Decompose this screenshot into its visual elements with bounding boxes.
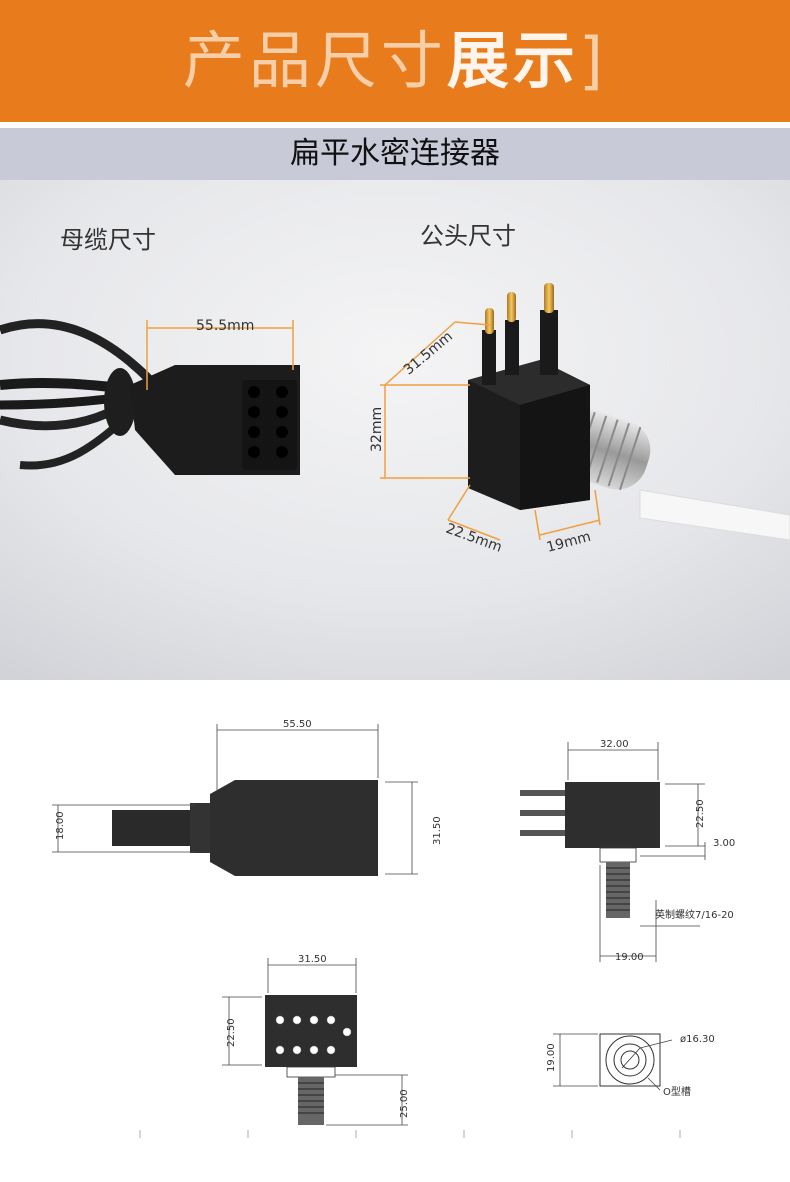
female-cable-image (0, 319, 300, 475)
subtitle-bar (0, 128, 790, 180)
female-side-view: 55.50 18.00 31.50 (52, 719, 443, 876)
male-thread-ext-2 (594, 489, 601, 526)
male-height-label: 32mm (369, 407, 385, 452)
female-front-width: 31.50 (298, 954, 327, 965)
female-side-height: 31.50 (432, 816, 443, 845)
male-side-width: 32.00 (600, 739, 629, 750)
male-plug-image (468, 283, 790, 541)
bottom-tick-marks (139, 1130, 681, 1138)
female-width-label: 55.5mm (196, 318, 254, 334)
male-depth-line (384, 321, 456, 386)
male-bottom-groove: O型槽 (663, 1085, 691, 1098)
banner-title-thin: 产品尺寸 (182, 24, 447, 97)
banner-title-bracket: ] (578, 24, 608, 97)
female-side-cable: 18.00 (55, 811, 66, 840)
banner-title: 产品尺寸展示] (0, 18, 790, 104)
female-width-dimension (146, 320, 294, 390)
male-width-ext (447, 484, 471, 521)
technical-drawings: 55.50 18.00 31.50 (52, 719, 735, 1138)
banner-separator (0, 122, 790, 128)
male-bottom-view: ø16.30 19.00 O型槽 (546, 1033, 715, 1098)
male-plug-label: 公头尺寸 (420, 222, 516, 250)
product-photo: 母缆尺寸 公头尺寸 55.5mm (0, 180, 790, 680)
male-side-gap: 3.00 (713, 838, 735, 849)
male-width-line (447, 519, 501, 541)
male-thread-ext-1 (534, 509, 541, 541)
photo-background (0, 180, 790, 680)
male-thread-line (539, 519, 601, 536)
male-side-height: 22.50 (695, 799, 706, 828)
male-bottom-height: 19.00 (546, 1043, 557, 1072)
female-front-view: 31.50 22.50 25.00 (222, 954, 410, 1126)
female-front-height: 22.50 (226, 1018, 237, 1047)
banner-title-bold: 展示 (446, 24, 579, 97)
female-front-thread-len: 25.00 (399, 1089, 410, 1118)
header-banner (0, 0, 790, 122)
male-side-thread-note: 英制螺纹7/16-20 (655, 908, 734, 921)
male-side-thread-len: 19.00 (615, 952, 644, 963)
female-side-length: 55.50 (283, 719, 312, 730)
female-cable-label: 母缆尺寸 (60, 226, 156, 254)
male-bottom-diameter: ø16.30 (680, 1034, 715, 1045)
male-side-view: 32.00 22.50 3.00 英制螺纹7/16-20 19.00 (520, 739, 735, 963)
male-depth-line-end (454, 321, 491, 326)
product-name: 扁平水密连接器 (290, 136, 500, 171)
